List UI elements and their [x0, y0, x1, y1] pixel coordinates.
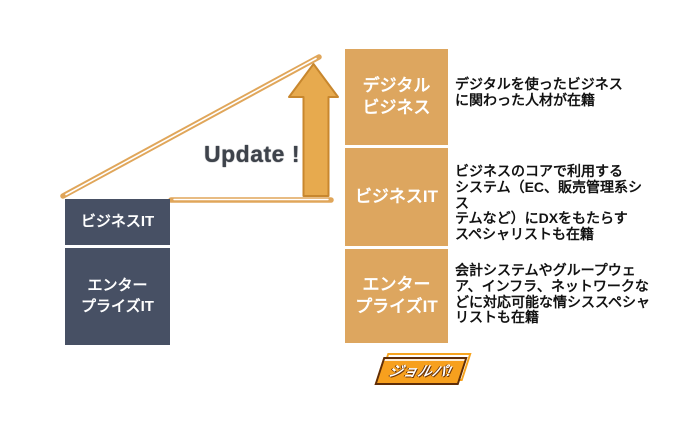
right-box-digital-business: デジタル ビジネス — [345, 49, 448, 145]
trajectory-line — [60, 54, 322, 199]
left-box-enterprise-it: エンター プライズIT — [65, 248, 170, 345]
description-enterprise-it: 会計システムやグループウェ ア、インフラ、ネットワークな どに対応可能な情シスス… — [455, 262, 651, 326]
left-box-enterprise-it-label: エンター プライズIT — [81, 277, 154, 315]
jorupa-logo-banner: ジョルパ! — [374, 357, 468, 385]
left-box-business-it: ビジネスIT — [65, 199, 170, 245]
trajectory-line-highlight — [65, 57, 317, 196]
jorupa-logo-text: ジョルパ! — [387, 363, 455, 379]
right-box-enterprise-it: エンター プライズIT — [345, 249, 448, 343]
description-digital-business: デジタルを使ったビジネス に関わった人材が在籍 — [455, 76, 623, 108]
right-box-business-it-label: ビジネスIT — [354, 187, 439, 207]
left-box-business-it-label: ビジネスIT — [80, 212, 155, 230]
right-box-enterprise-it-label: エンター プライズIT — [355, 275, 438, 316]
growth-arrow-icon — [288, 63, 339, 197]
right-box-digital-business-label: デジタル ビジネス — [362, 76, 431, 117]
right-box-business-it: ビジネスIT — [345, 148, 448, 246]
description-business-it: ビジネスのコアで利用する システム（EC、販売管理系シス テムなど）にDXをもた… — [455, 163, 643, 243]
jorupa-logo: ジョルパ! — [374, 353, 472, 385]
update-label: Update ! — [204, 141, 300, 167]
